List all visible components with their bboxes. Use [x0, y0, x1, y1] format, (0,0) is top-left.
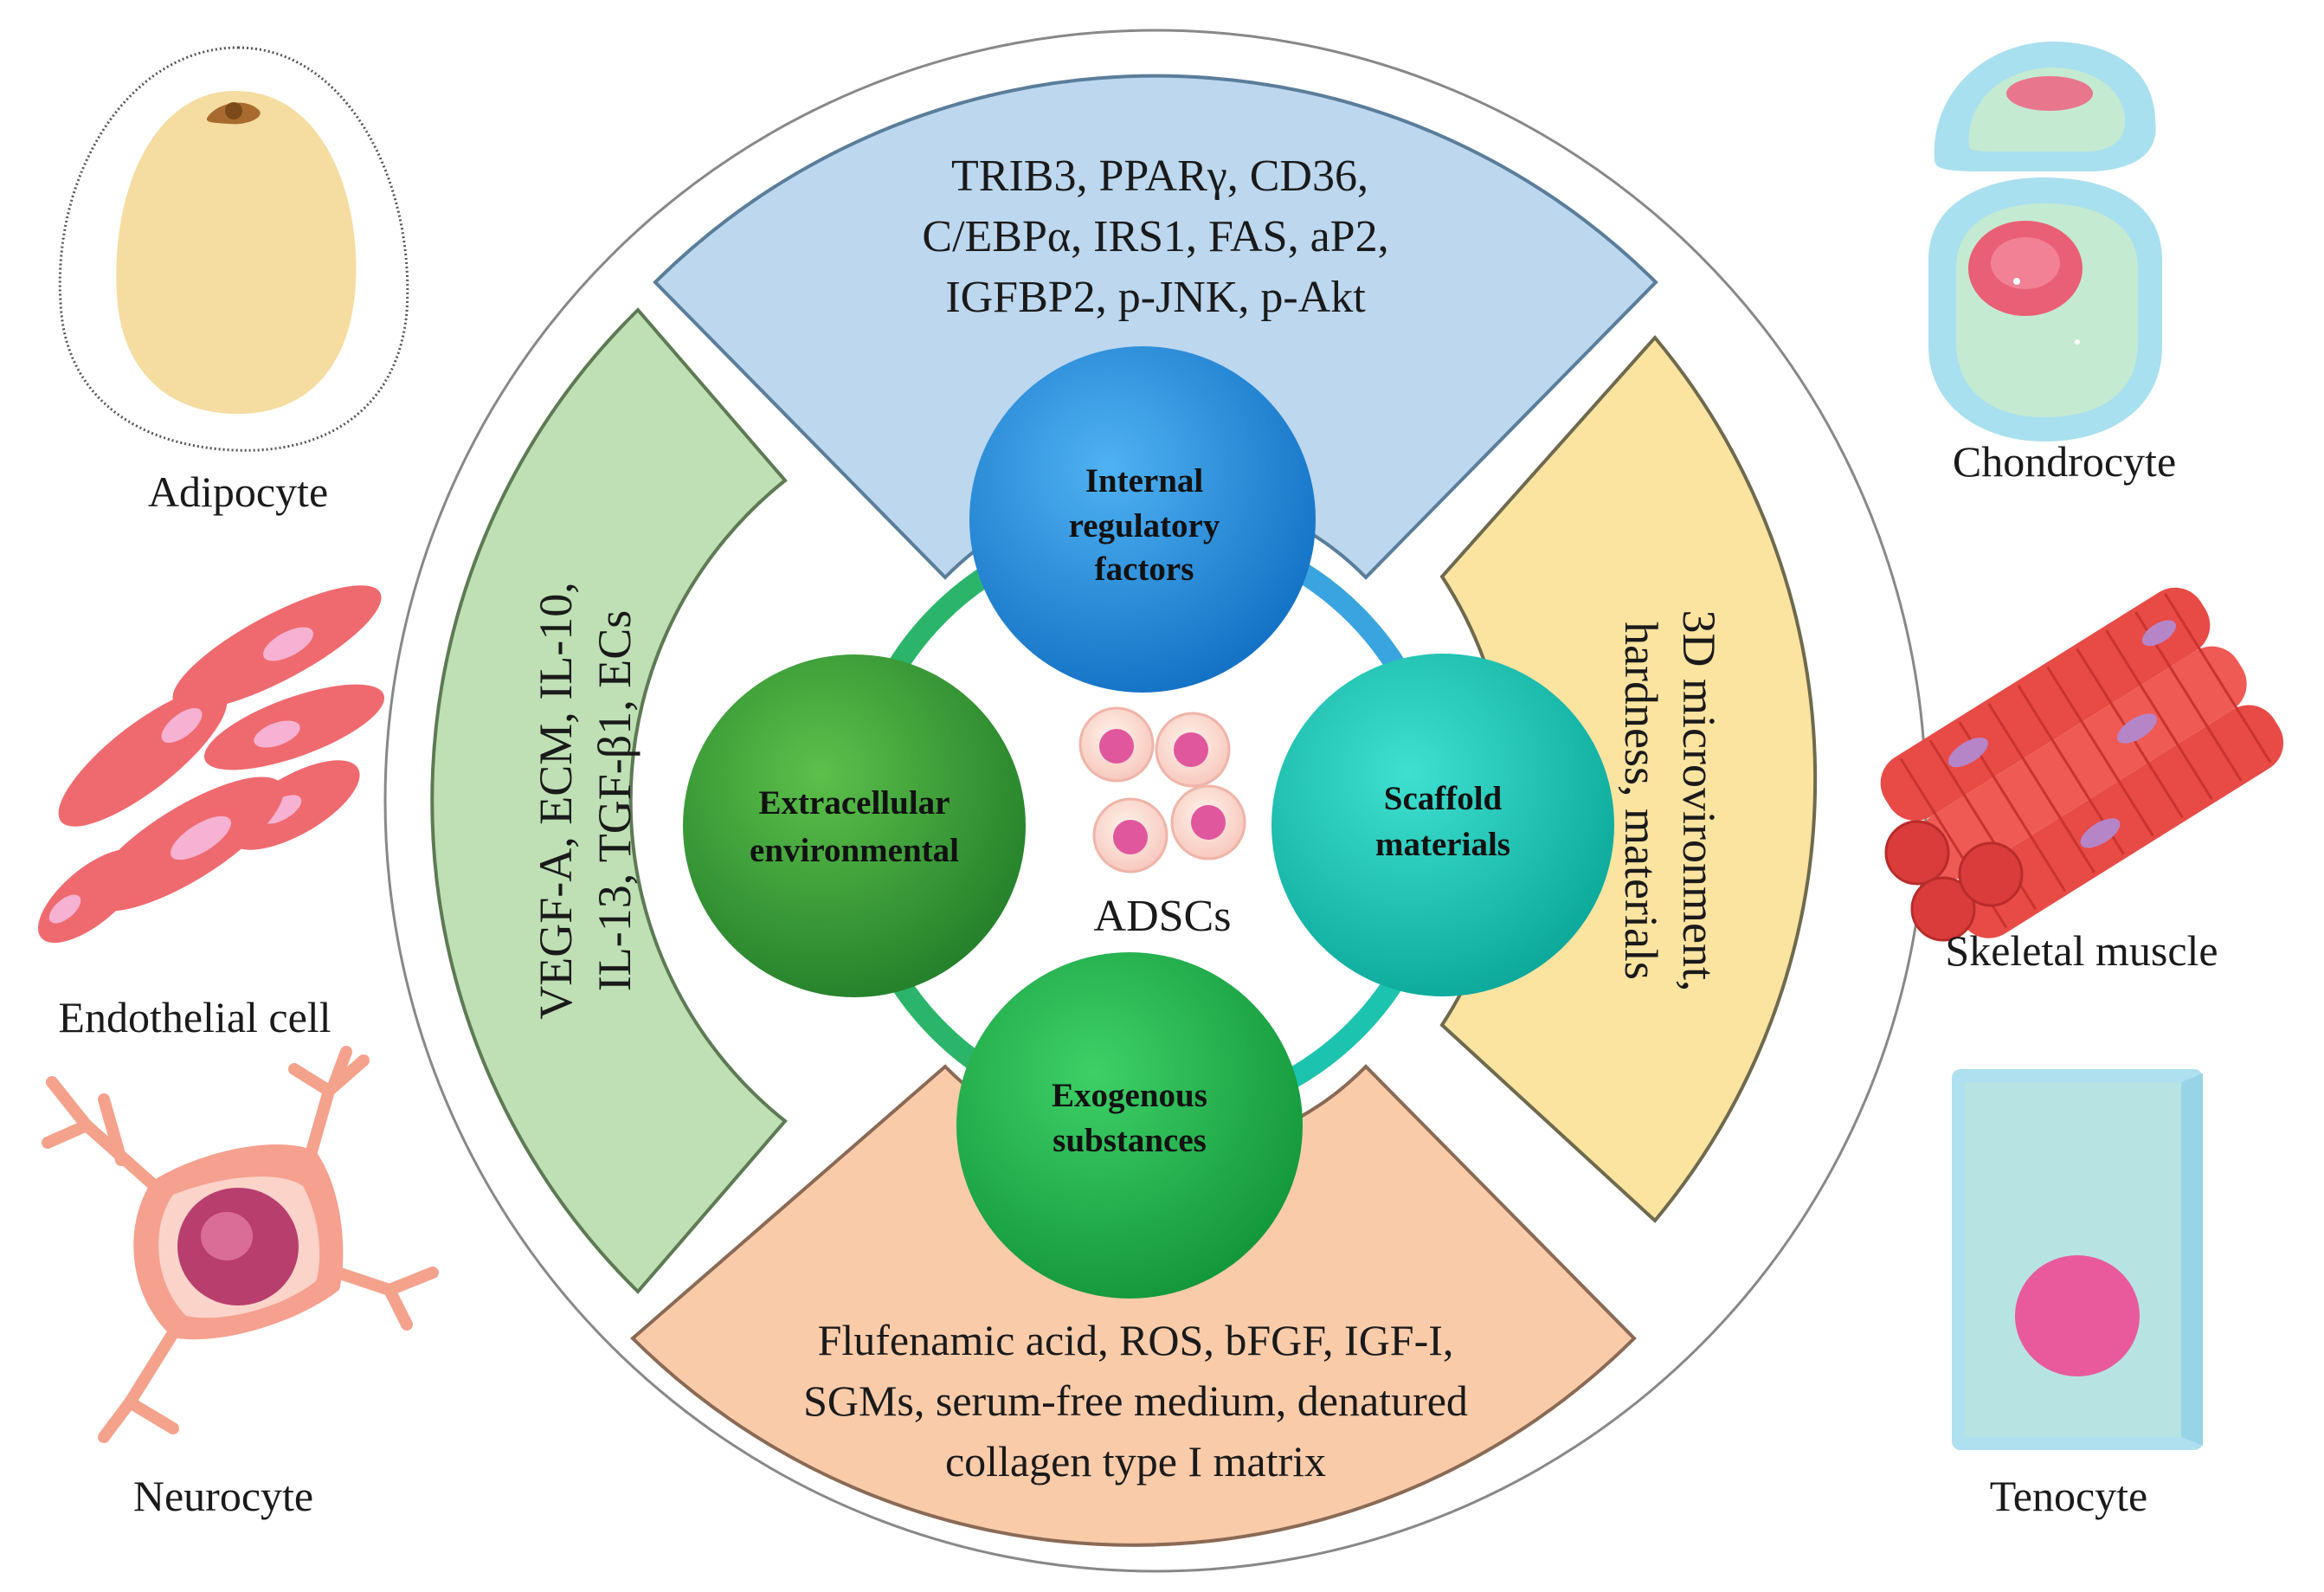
band-bottom-line-3: collagen type I matrix — [945, 1437, 1326, 1486]
exogenous-line-2: substances — [1053, 1122, 1207, 1159]
band-bottom-line-2: SGMs, serum-free medium, denatured — [803, 1376, 1468, 1425]
band-top-line-1: TRIB3, PPARγ, CD36, — [951, 151, 1368, 201]
internal-factors-circle — [969, 346, 1316, 693]
tenocyte-icon — [1952, 1069, 2203, 1450]
scaffold-line-1: Scaffold — [1384, 780, 1503, 817]
neurocyte-label: Neurocyte — [133, 1472, 313, 1520]
internal-factors-line-1: Internal — [1085, 462, 1204, 500]
adipocyte-icon — [58, 46, 409, 452]
extracellular-environmental-circle — [683, 654, 1026, 997]
band-top-line-2: C/EBPα, IRS1, FAS, aP2, — [922, 212, 1388, 261]
extracellular-line-1: Extracellular — [759, 784, 950, 822]
adscs-label: ADSCs — [1094, 892, 1232, 941]
adsc-cells-icon — [1078, 706, 1246, 873]
internal-factors-line-2: regulatory — [1069, 507, 1220, 545]
endothelial-cell-icon — [37, 585, 385, 944]
band-left-line-1: VEGF-A, ECM, IL-10, — [530, 582, 582, 1019]
chondrocyte-icon — [1928, 42, 2162, 442]
neurocyte-icon — [42, 1046, 439, 1443]
internal-factors-line-3: factors — [1095, 551, 1194, 588]
band-top-text: TRIB3, PPARγ, CD36, C/EBPα, IRS1, FAS, a… — [922, 151, 1388, 322]
skeletal-muscle-icon — [1880, 587, 2284, 942]
band-right-text: 3D microvironment, hardness, materials — [1615, 610, 1725, 992]
band-right-line-2: hardness, materials — [1615, 622, 1667, 980]
band-left-text: VEGF-A, ECM, IL-10, IL-13, TGF-β1, ECs — [530, 582, 641, 1019]
scaffold-line-2: materials — [1375, 826, 1510, 863]
adipocyte-label: Adipocyte — [148, 467, 328, 516]
band-top-line-3: IGFBP2, p-JNK, p-Akt — [945, 273, 1366, 322]
band-left-line-2: IL-13, TGF-β1, ECs — [589, 610, 641, 991]
tenocyte-label: Tenocyte — [1990, 1472, 2148, 1520]
band-bottom-text: Flufenamic acid, ROS, bFGF, IGF-I, SGMs,… — [803, 1316, 1468, 1486]
band-bottom-line-1: Flufenamic acid, ROS, bFGF, IGF-I, — [818, 1316, 1454, 1364]
exogenous-line-1: Exogenous — [1052, 1077, 1207, 1114]
extracellular-line-2: environmental — [750, 832, 959, 869]
band-left — [430, 307, 788, 1294]
endothelial-cell-label: Endothelial cell — [58, 993, 331, 1041]
chondrocyte-label: Chondrocyte — [1953, 437, 2176, 486]
scaffold-materials-circle — [1271, 654, 1614, 996]
exogenous-substances-circle — [956, 952, 1303, 1299]
band-right-line-1: 3D microvironment, — [1673, 610, 1725, 992]
skeletal-muscle-label: Skeletal muscle — [1945, 926, 2218, 975]
